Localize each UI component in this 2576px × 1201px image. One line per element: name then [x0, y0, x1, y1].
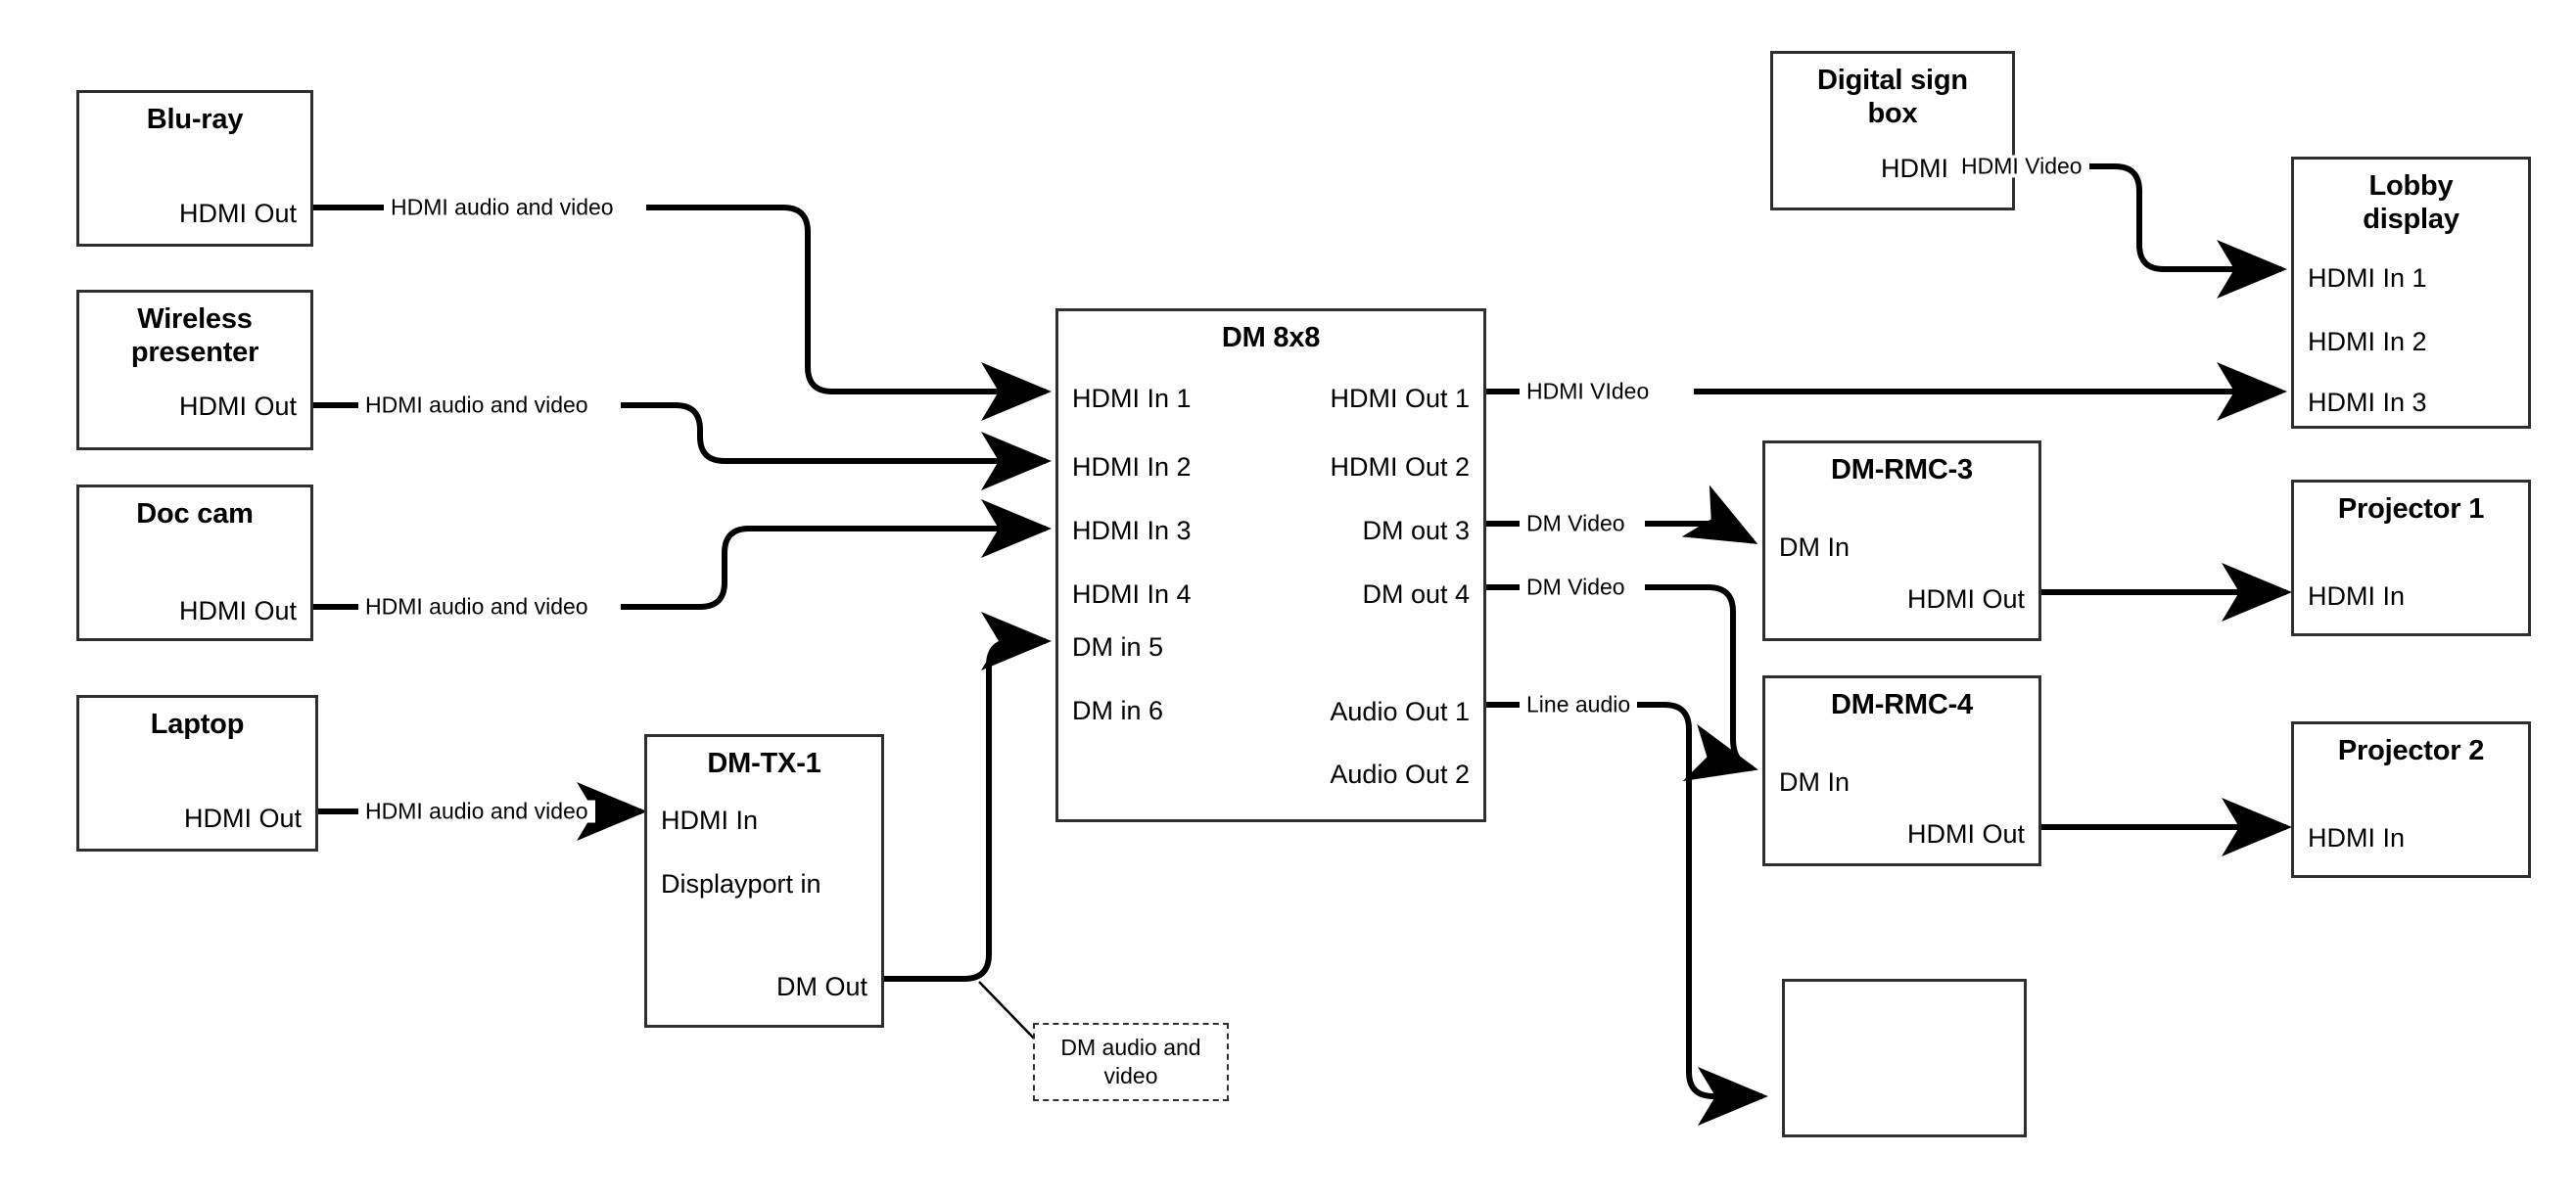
node-dm-tx-1-title: DM-TX-1: [707, 748, 821, 779]
port-dm8x8-hdmi-out-2[interactable]: HDMI Out 2: [1330, 452, 1470, 482]
port-dm8x8-audio-out-1[interactable]: Audio Out 1: [1330, 697, 1470, 726]
port-dm8x8-dm-in-5[interactable]: DM in 5: [1072, 632, 1164, 662]
wire-label-laptop: HDMI audio and video: [358, 800, 595, 823]
wire-label-signbox-hdmi-video: HDMI Video: [1954, 155, 2089, 178]
port-dm8x8-dm-out-4[interactable]: DM out 4: [1362, 579, 1470, 609]
node-projector-1-title: Projector 1: [2337, 493, 2485, 525]
wire-label-dm-video-4: DM Video: [1520, 576, 1632, 599]
port-dm8x8-hdmi-in-1[interactable]: HDMI In 1: [1072, 384, 1192, 413]
node-amplifier-title: [1785, 982, 2024, 992]
port-laptop-hdmi-out[interactable]: HDMI Out: [183, 804, 302, 833]
node-dm-rmc-4[interactable]: DM-RMC-4 DM In HDMI Out: [1762, 675, 2041, 866]
port-dmtx1-dm-out[interactable]: DM Out: [775, 972, 867, 1001]
port-dm8x8-hdmi-in-4[interactable]: HDMI In 4: [1072, 579, 1192, 609]
node-amplifier[interactable]: [1782, 979, 2027, 1137]
port-dm8x8-hdmi-in-3[interactable]: HDMI In 3: [1072, 516, 1192, 545]
wire-bluray-to-dm8x8: [313, 205, 1046, 392]
wire-label-doccam: HDMI audio and video: [358, 595, 595, 619]
wire-dm8x8-to-amplifier: [1486, 702, 1762, 1096]
port-lobby-hdmi-in-3[interactable]: HDMI In 3: [2308, 388, 2427, 417]
node-digital-sign-box[interactable]: Digital sign box HDMI Out: [1770, 51, 2015, 210]
callout-leader-line: [978, 981, 1039, 1043]
port-bluray-hdmi-out[interactable]: HDMI Out: [178, 199, 297, 228]
node-laptop[interactable]: Laptop HDMI Out: [76, 695, 318, 852]
node-projector-2-title: Projector 2: [2337, 735, 2485, 766]
node-dm-8x8[interactable]: DM 8x8 HDMI In 1 HDMI In 2 HDMI In 3 HDM…: [1055, 308, 1486, 822]
node-dm-rmc-3[interactable]: DM-RMC-3 DM In HDMI Out: [1762, 440, 2041, 641]
node-dm-rmc-4-title: DM-RMC-4: [1831, 689, 1973, 720]
node-wireless-presenter[interactable]: Wireless presenter HDMI Out: [76, 290, 313, 450]
port-dmrmc4-dm-in[interactable]: DM In: [1779, 767, 1850, 797]
wire-label-line-audio: Line audio: [1520, 693, 1638, 716]
port-proj1-hdmi-in[interactable]: HDMI In: [2308, 581, 2406, 611]
port-wireless-hdmi-out[interactable]: HDMI Out: [178, 392, 297, 421]
wire-label-bluray: HDMI audio and video: [384, 196, 621, 219]
node-wireless-presenter-title: Wireless presenter: [130, 303, 259, 369]
node-dm-tx-1[interactable]: DM-TX-1 HDMI In Displayport in DM Out: [644, 734, 884, 1028]
wire-label-dm-video-3: DM Video: [1520, 512, 1632, 535]
port-dmrmc4-hdmi-out[interactable]: HDMI Out: [1906, 819, 2025, 849]
node-lobby-display[interactable]: Lobby display HDMI In 1 HDMI In 2 HDMI I…: [2291, 157, 2531, 429]
wire-label-wireless: HDMI audio and video: [358, 393, 595, 417]
port-dm8x8-audio-out-2[interactable]: Audio Out 2: [1330, 760, 1470, 789]
wire-label-hdmi-video-out1: HDMI VIdeo: [1520, 380, 1657, 403]
wire-dmtx1-to-dm8x8: [884, 612, 1052, 982]
node-doc-cam-title: Doc cam: [136, 498, 254, 530]
port-dm8x8-hdmi-out-1[interactable]: HDMI Out 1: [1330, 384, 1470, 413]
port-dmtx1-displayport-in[interactable]: Displayport in: [661, 869, 821, 899]
node-lobby-display-title: Lobby display: [2363, 170, 2459, 236]
port-dm8x8-dm-out-3[interactable]: DM out 3: [1362, 516, 1470, 545]
node-dm-rmc-3-title: DM-RMC-3: [1831, 454, 1973, 485]
port-dm8x8-hdmi-in-2[interactable]: HDMI In 2: [1072, 452, 1192, 482]
node-projector-1[interactable]: Projector 1 HDMI In: [2291, 480, 2531, 636]
node-digital-sign-box-title: Digital sign box: [1817, 65, 1968, 130]
node-projector-2[interactable]: Projector 2 HDMI In: [2291, 721, 2531, 878]
port-doccam-hdmi-out[interactable]: HDMI Out: [178, 596, 297, 625]
port-dmrmc3-hdmi-out[interactable]: HDMI Out: [1906, 584, 2025, 614]
node-dm-8x8-title: DM 8x8: [1221, 322, 1321, 353]
wire-dm8x8-to-dmrmc4: [1486, 584, 1753, 768]
port-lobby-hdmi-in-1[interactable]: HDMI In 1: [2308, 263, 2427, 293]
port-dmrmc3-dm-in[interactable]: DM In: [1779, 532, 1850, 562]
port-dm8x8-dm-in-6[interactable]: DM in 6: [1072, 696, 1164, 725]
node-doc-cam[interactable]: Doc cam HDMI Out: [76, 485, 313, 641]
node-bluray-title: Blu-ray: [146, 104, 244, 135]
port-lobby-hdmi-in-2[interactable]: HDMI In 2: [2308, 327, 2427, 356]
port-dmtx1-hdmi-in[interactable]: HDMI In: [661, 806, 759, 835]
callout-dm-audio-and-video: DM audio and video: [1033, 1023, 1229, 1101]
node-laptop-title: Laptop: [150, 709, 245, 740]
node-bluray[interactable]: Blu-ray HDMI Out: [76, 90, 313, 247]
port-proj2-hdmi-in[interactable]: HDMI In: [2308, 823, 2406, 853]
